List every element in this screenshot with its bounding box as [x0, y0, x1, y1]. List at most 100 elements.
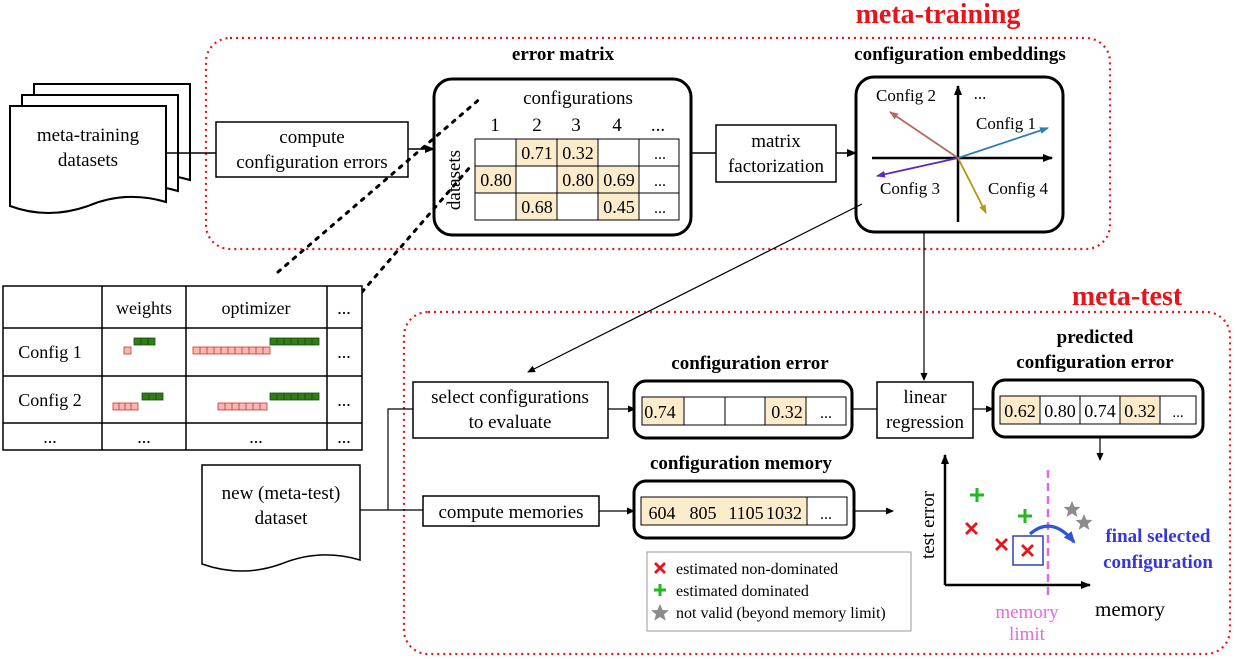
memory-limit-line2: limit — [1009, 624, 1046, 645]
select-configurations-line1: select configurations — [431, 387, 589, 408]
linear-regression-line2: regression — [886, 412, 965, 433]
matrix-factorization-box — [715, 124, 837, 183]
new-dataset-document: new (meta-test) dataset — [201, 464, 361, 572]
error-matrix-cell: 0.80 — [562, 170, 594, 190]
embeddings-title: configuration embeddings — [854, 44, 1066, 65]
embedding-label-more: ... — [974, 84, 987, 103]
config-error-title: configuration error — [671, 353, 829, 374]
legend-label: not valid (beyond memory limit) — [676, 605, 886, 622]
pareto-ylabel: test error — [918, 490, 939, 559]
new-dataset-line1: new (meta-test) — [222, 483, 341, 504]
matrix-factorization-line2: factorization — [728, 156, 825, 177]
config-table-header: ... — [337, 298, 351, 318]
compute-memories-box — [422, 495, 600, 527]
error-matrix-col-1: 1 — [490, 115, 500, 136]
gray-star-icon — [651, 604, 669, 621]
config-error-cells: 0.74 0.32 ... — [641, 396, 847, 426]
predicted-error-value: 0.74 — [1084, 401, 1116, 421]
config-memory-value: 604 — [649, 503, 676, 523]
error-matrix-title: error matrix — [512, 44, 615, 65]
red-x-icon — [995, 538, 1008, 551]
new-dataset-line2: dataset — [255, 508, 308, 529]
config-table-cell: ... — [137, 427, 151, 447]
predicted-error-value: 0.80 — [1044, 401, 1076, 421]
config-2-arrow — [889, 111, 959, 159]
final-selected-line2: configuration — [1103, 552, 1213, 573]
config-table-cell: ... — [337, 390, 351, 410]
matrix-factorization-line1: matrix — [751, 131, 801, 152]
error-matrix-cell: ... — [654, 173, 666, 190]
selection-arrow — [1028, 524, 1076, 544]
error-matrix-cell: 0.32 — [562, 143, 594, 163]
config-memory-value: 1032 — [766, 503, 802, 523]
config-1-optimizer-blocks — [192, 337, 320, 355]
config-table-cell: ... — [337, 342, 351, 362]
config-2-optimizer-blocks — [217, 392, 320, 411]
error-matrix-cell: 0.71 — [521, 143, 553, 163]
error-matrix-cell: ... — [654, 146, 666, 163]
linear-regression-line1: linear — [903, 387, 947, 408]
meta-training-datasets-line1: meta-training — [37, 125, 140, 146]
selected-config-box — [1012, 535, 1044, 566]
config-3-arrow — [876, 157, 959, 178]
compute-errors-line2: configuration errors — [236, 152, 387, 173]
config-error-value: ... — [820, 405, 832, 422]
green-plus-icon — [654, 584, 666, 596]
green-plus-icon — [1018, 509, 1032, 523]
select-configurations-line2: to evaluate — [469, 412, 552, 433]
pareto-plot: test error memory memory limit final sel… — [918, 454, 1213, 645]
meta-training-datasets-stack: meta-training datasets — [9, 83, 191, 214]
meta-training-label: meta-training — [856, 0, 1021, 30]
error-matrix-column-header: configurations — [523, 88, 633, 109]
error-matrix-cell: 0.69 — [603, 170, 635, 190]
error-matrix-col-2: 2 — [532, 115, 542, 136]
config-error-value: 0.74 — [644, 402, 676, 422]
gray-star-icon — [1063, 501, 1081, 517]
embeddings-box — [854, 75, 1065, 234]
predicted-error-value: 0.62 — [1004, 401, 1036, 421]
compute-errors-line1: compute — [279, 127, 344, 148]
config-memory-value: 805 — [690, 503, 717, 523]
red-x-icon — [1021, 544, 1034, 557]
memory-limit-line1: memory — [995, 602, 1059, 623]
legend-label: estimated non-dominated — [676, 561, 838, 578]
config-table-row-label: Config 1 — [18, 342, 82, 362]
legend-label: estimated dominated — [676, 583, 809, 600]
config-4-arrow — [957, 157, 987, 214]
predicted-error-title-line2: configuration error — [1016, 352, 1174, 373]
config-2-weights-blocks — [112, 392, 164, 411]
compute-memories-label: compute memories — [438, 502, 583, 523]
select-configurations-box — [412, 381, 609, 439]
error-matrix-cell: 0.45 — [603, 197, 635, 217]
config-1-arrow — [957, 127, 1049, 159]
error-matrix-col-3: 3 — [571, 115, 581, 136]
config-table-row-label: Config 2 — [18, 390, 82, 410]
error-matrix-col-more: ... — [651, 115, 665, 136]
gray-star-icon — [1075, 514, 1093, 530]
meta-training-datasets-line2: datasets — [58, 150, 118, 171]
predicted-error-value: ... — [1172, 405, 1183, 421]
red-x-icon — [654, 562, 666, 574]
error-matrix-cell: 0.68 — [521, 197, 553, 217]
config-table-header: weights — [116, 298, 172, 318]
green-plus-icon — [970, 488, 984, 502]
red-x-icon — [965, 522, 978, 535]
config-table-header: optimizer — [222, 298, 291, 318]
config-memory-value: ... — [820, 506, 832, 523]
config-table-row-label: ... — [43, 427, 57, 447]
error-matrix-col-4: 4 — [612, 115, 622, 136]
config-table-cell: ... — [249, 427, 263, 447]
error-matrix-cell: 0.80 — [480, 170, 512, 190]
predicted-error-cells: 0.62 0.80 0.74 0.32 ... — [999, 395, 1197, 425]
config-memory-title: configuration memory — [650, 453, 833, 474]
error-matrix-row-header: datasets — [444, 150, 465, 210]
config-memory-cells: 604 805 1105 1032 ... — [640, 496, 848, 526]
compute-configuration-errors-box — [215, 121, 409, 178]
error-matrix-cells: 0.71 0.32 ... 0.80 0.80 0.69 ... 0.68 0.… — [474, 138, 680, 221]
embedding-label-config-3: Config 3 — [880, 179, 940, 198]
legend: estimated non-dominated estimated domina… — [646, 551, 912, 632]
error-matrix-cell: ... — [654, 200, 666, 217]
predicted-error-value: 0.32 — [1124, 401, 1156, 421]
linear-regression-box — [876, 381, 974, 439]
